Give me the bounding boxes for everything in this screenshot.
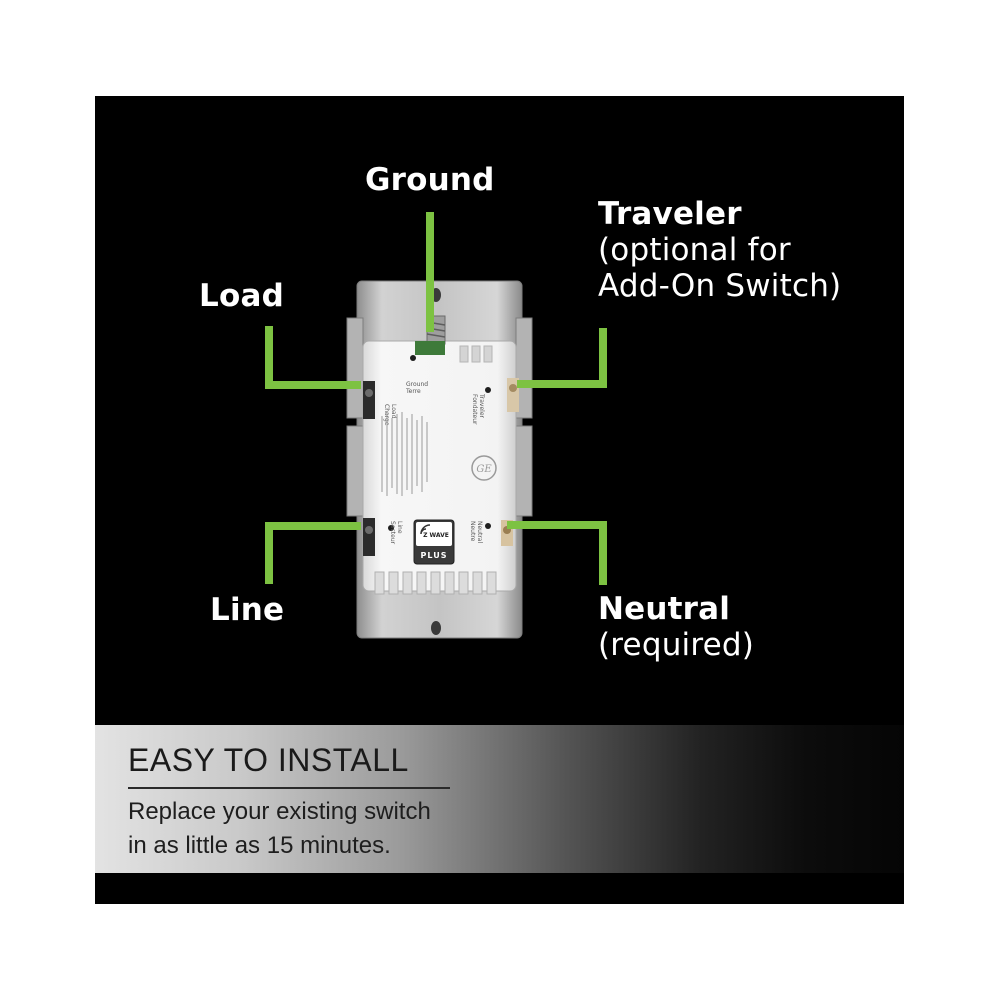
device-neutral-text: Neutral [476,521,483,543]
terminal-holes [388,355,491,531]
device-fine-print [381,412,428,496]
device-load-text: Load [390,404,397,419]
neutral-note: (required) [598,626,755,663]
ground-label: Ground [365,162,495,199]
device-line-text: Line [396,521,403,534]
zwave-signal-icon [420,524,431,535]
device-neutral-fr-text: Neutre [469,521,476,542]
top-ribs [459,345,493,363]
svg-text:GE: GE [476,464,492,475]
traveler-leader [517,328,607,388]
bottom-ribs [374,571,497,595]
leader-lines [265,212,607,585]
line-label: Line [210,592,285,629]
load-label-text: Load [199,278,284,314]
install-banner: EASY TO INSTALL Replace your existing sw… [95,725,904,873]
traveler-label: Traveler (optional for Add-On Switch) [598,196,842,305]
line-terminal-screw [363,518,375,556]
ge-logo: GE [471,455,497,481]
traveler-note-line-2: Add-On Switch) [598,267,842,304]
neutral-leader [507,521,607,585]
line-label-text: Line [210,592,285,628]
ground-label-text: Ground [365,162,495,198]
banner-title: EASY TO INSTALL [128,742,409,778]
load-terminal-screw [363,381,375,419]
banner-line-2: in as little as 15 minutes. [128,831,391,859]
switch-wiring-diagram: Ground Terre Load Charge Traveler Fondat… [265,212,607,639]
traveler-terminal-screw [507,378,519,412]
neutral-label: Neutral (required) [598,591,755,664]
switch-body: Ground Terre Load Charge Traveler Fondat… [362,315,519,595]
traveler-label-text: Traveler [598,196,742,232]
neutral-label-text: Neutral [598,591,731,627]
device-ground-fr-text: Terre [405,388,421,395]
device-traveler-text: Traveler [478,393,485,419]
device-ground-text: Ground [406,381,428,388]
device-line-fr-text: Secteur [389,521,396,545]
device-traveler-fr-text: Fondateur [471,394,478,425]
banner-divider [128,787,450,789]
mount-slot-bottom [431,621,441,635]
traveler-note-line-1: (optional for [598,231,791,268]
load-label: Load [199,278,284,315]
banner-description: Replace your existing switch in as littl… [128,795,431,862]
zwave-top-text: Z WAVE [423,532,449,539]
banner-line-1: Replace your existing switch [128,798,431,825]
zwave-plus-logo: Z WAVE PLUS [413,519,455,565]
line-leader [265,522,361,584]
zwave-bottom-text: PLUS [421,551,448,560]
load-leader [265,326,361,389]
